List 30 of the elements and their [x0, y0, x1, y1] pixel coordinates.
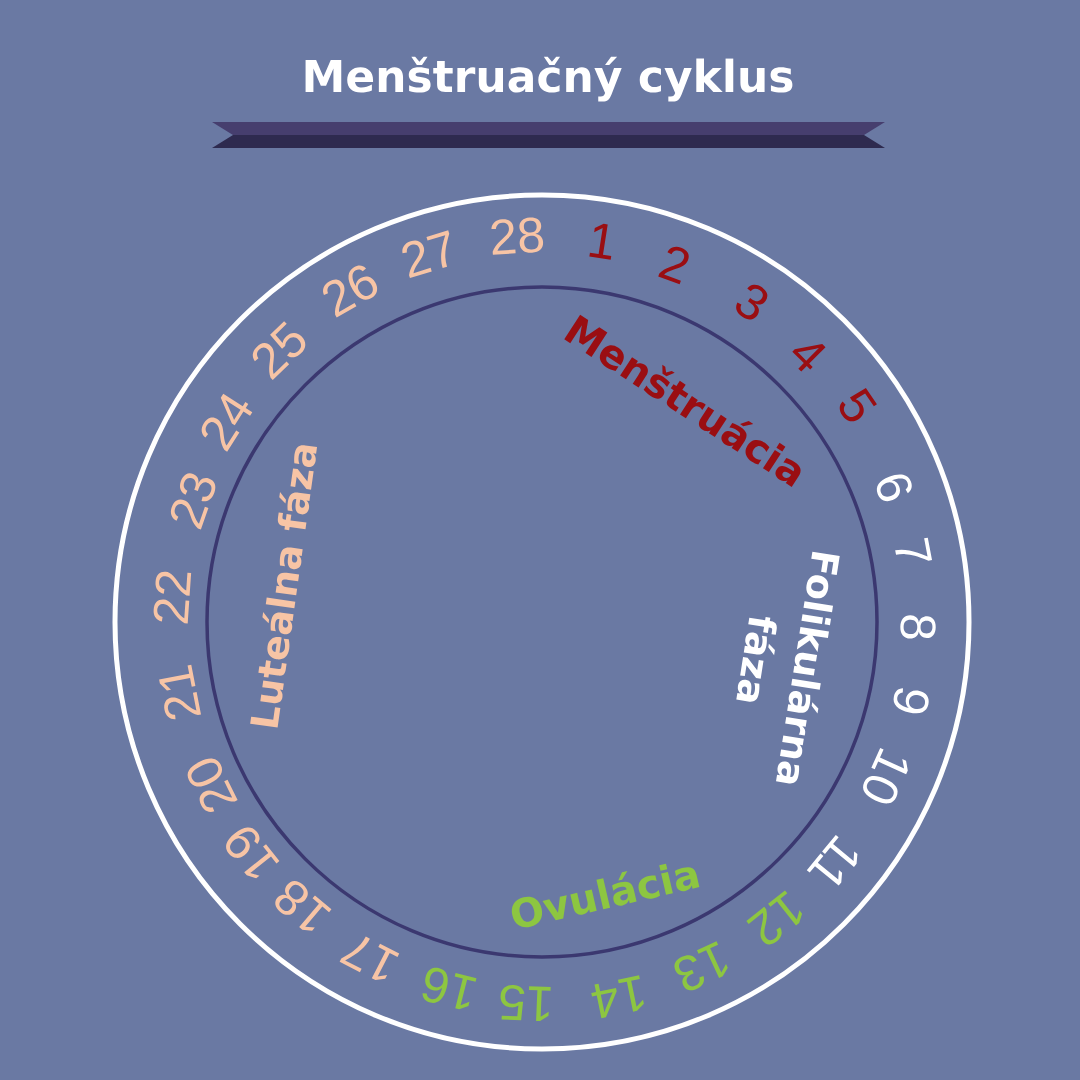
day-number: 22: [153, 571, 192, 624]
day-number: 2: [658, 246, 689, 285]
day-number: 13: [674, 941, 728, 991]
day-number: 8: [900, 615, 936, 639]
day-number: 10: [863, 748, 908, 804]
day-number: 20: [187, 758, 238, 812]
day-number: 21: [159, 664, 201, 720]
phase-label: Luteálna fáza: [250, 445, 318, 728]
day-number: 19: [226, 827, 280, 879]
day-number: 6: [876, 474, 912, 502]
phase-label: Folikulárna fáza: [736, 551, 840, 784]
day-number: 9: [893, 688, 929, 714]
day-number: 15: [500, 985, 551, 1022]
day-number: 1: [589, 223, 612, 260]
day-number: 16: [422, 967, 477, 1010]
day-number: 25: [252, 321, 306, 380]
day-number: 11: [806, 835, 858, 886]
day-number: 17: [339, 936, 400, 981]
phase-label: Ovulácia: [511, 863, 700, 928]
day-number: 27: [402, 230, 450, 279]
day-number: 23: [170, 473, 216, 530]
day-number: 14: [591, 975, 644, 1019]
day-number: 18: [275, 880, 332, 931]
day-number: 5: [839, 388, 877, 422]
day-number: 7: [895, 537, 932, 561]
day-number: 12: [746, 890, 803, 945]
title: Menštruačný cyklus: [305, 56, 793, 102]
day-number: 24: [201, 393, 253, 452]
day-number: 26: [323, 265, 378, 318]
day-number: 28: [491, 217, 544, 255]
